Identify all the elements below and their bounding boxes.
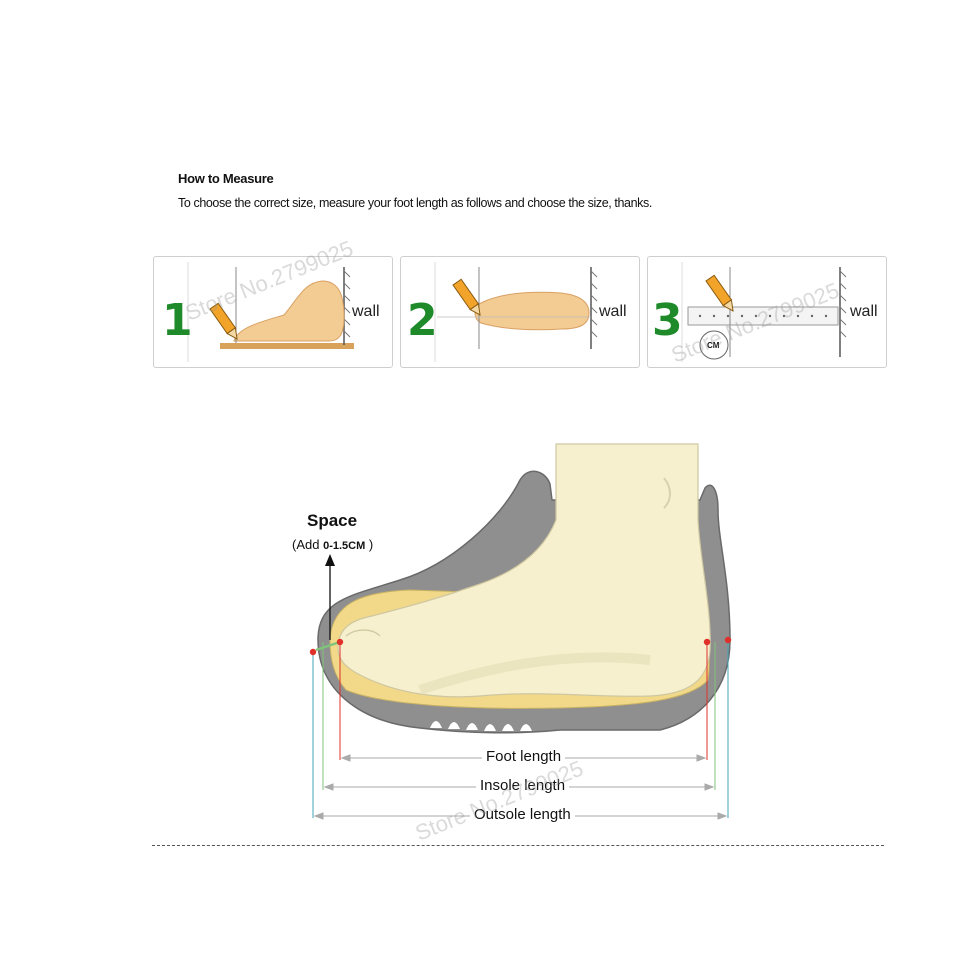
space-gap-line — [315, 640, 341, 652]
dashed-divider — [152, 845, 884, 846]
wall-label: wall — [850, 303, 878, 320]
foot — [337, 443, 711, 698]
step-number: 2 — [407, 295, 438, 346]
wall-label: wall — [599, 303, 627, 320]
insole-length-label: Insole length — [476, 777, 570, 794]
ruler-unit-label: CM — [707, 341, 720, 350]
step-2-panel: 2 wall — [400, 256, 640, 368]
step-number: 1 — [162, 295, 193, 346]
space-note: (Add 0-1.5CM ) — [292, 537, 374, 552]
outsole-marker — [309, 648, 317, 656]
outsole-heel-marker — [724, 636, 732, 644]
step-1-panel: 1 wall — [153, 256, 393, 368]
space-label: Space — [307, 511, 358, 530]
step-1-illustration — [187, 262, 354, 362]
foot-length-label: Foot length — [482, 748, 566, 765]
foot-toe-marker — [336, 638, 344, 646]
step-2-illustration — [434, 262, 598, 362]
foot-heel-marker — [703, 638, 711, 646]
wall-label: wall — [352, 303, 380, 320]
step-number: 3 — [652, 295, 683, 346]
page-title: How to Measure — [178, 171, 274, 186]
page-subtitle: To choose the correct size, measure your… — [178, 196, 652, 210]
outsole-length-label: Outsole length — [470, 806, 575, 823]
step-3-panel: 3 CM wall — [647, 256, 887, 368]
space-arrow-head — [325, 554, 335, 566]
step-3-illustration — [681, 262, 847, 362]
space-note-value: 0-1.5CM — [323, 540, 366, 552]
